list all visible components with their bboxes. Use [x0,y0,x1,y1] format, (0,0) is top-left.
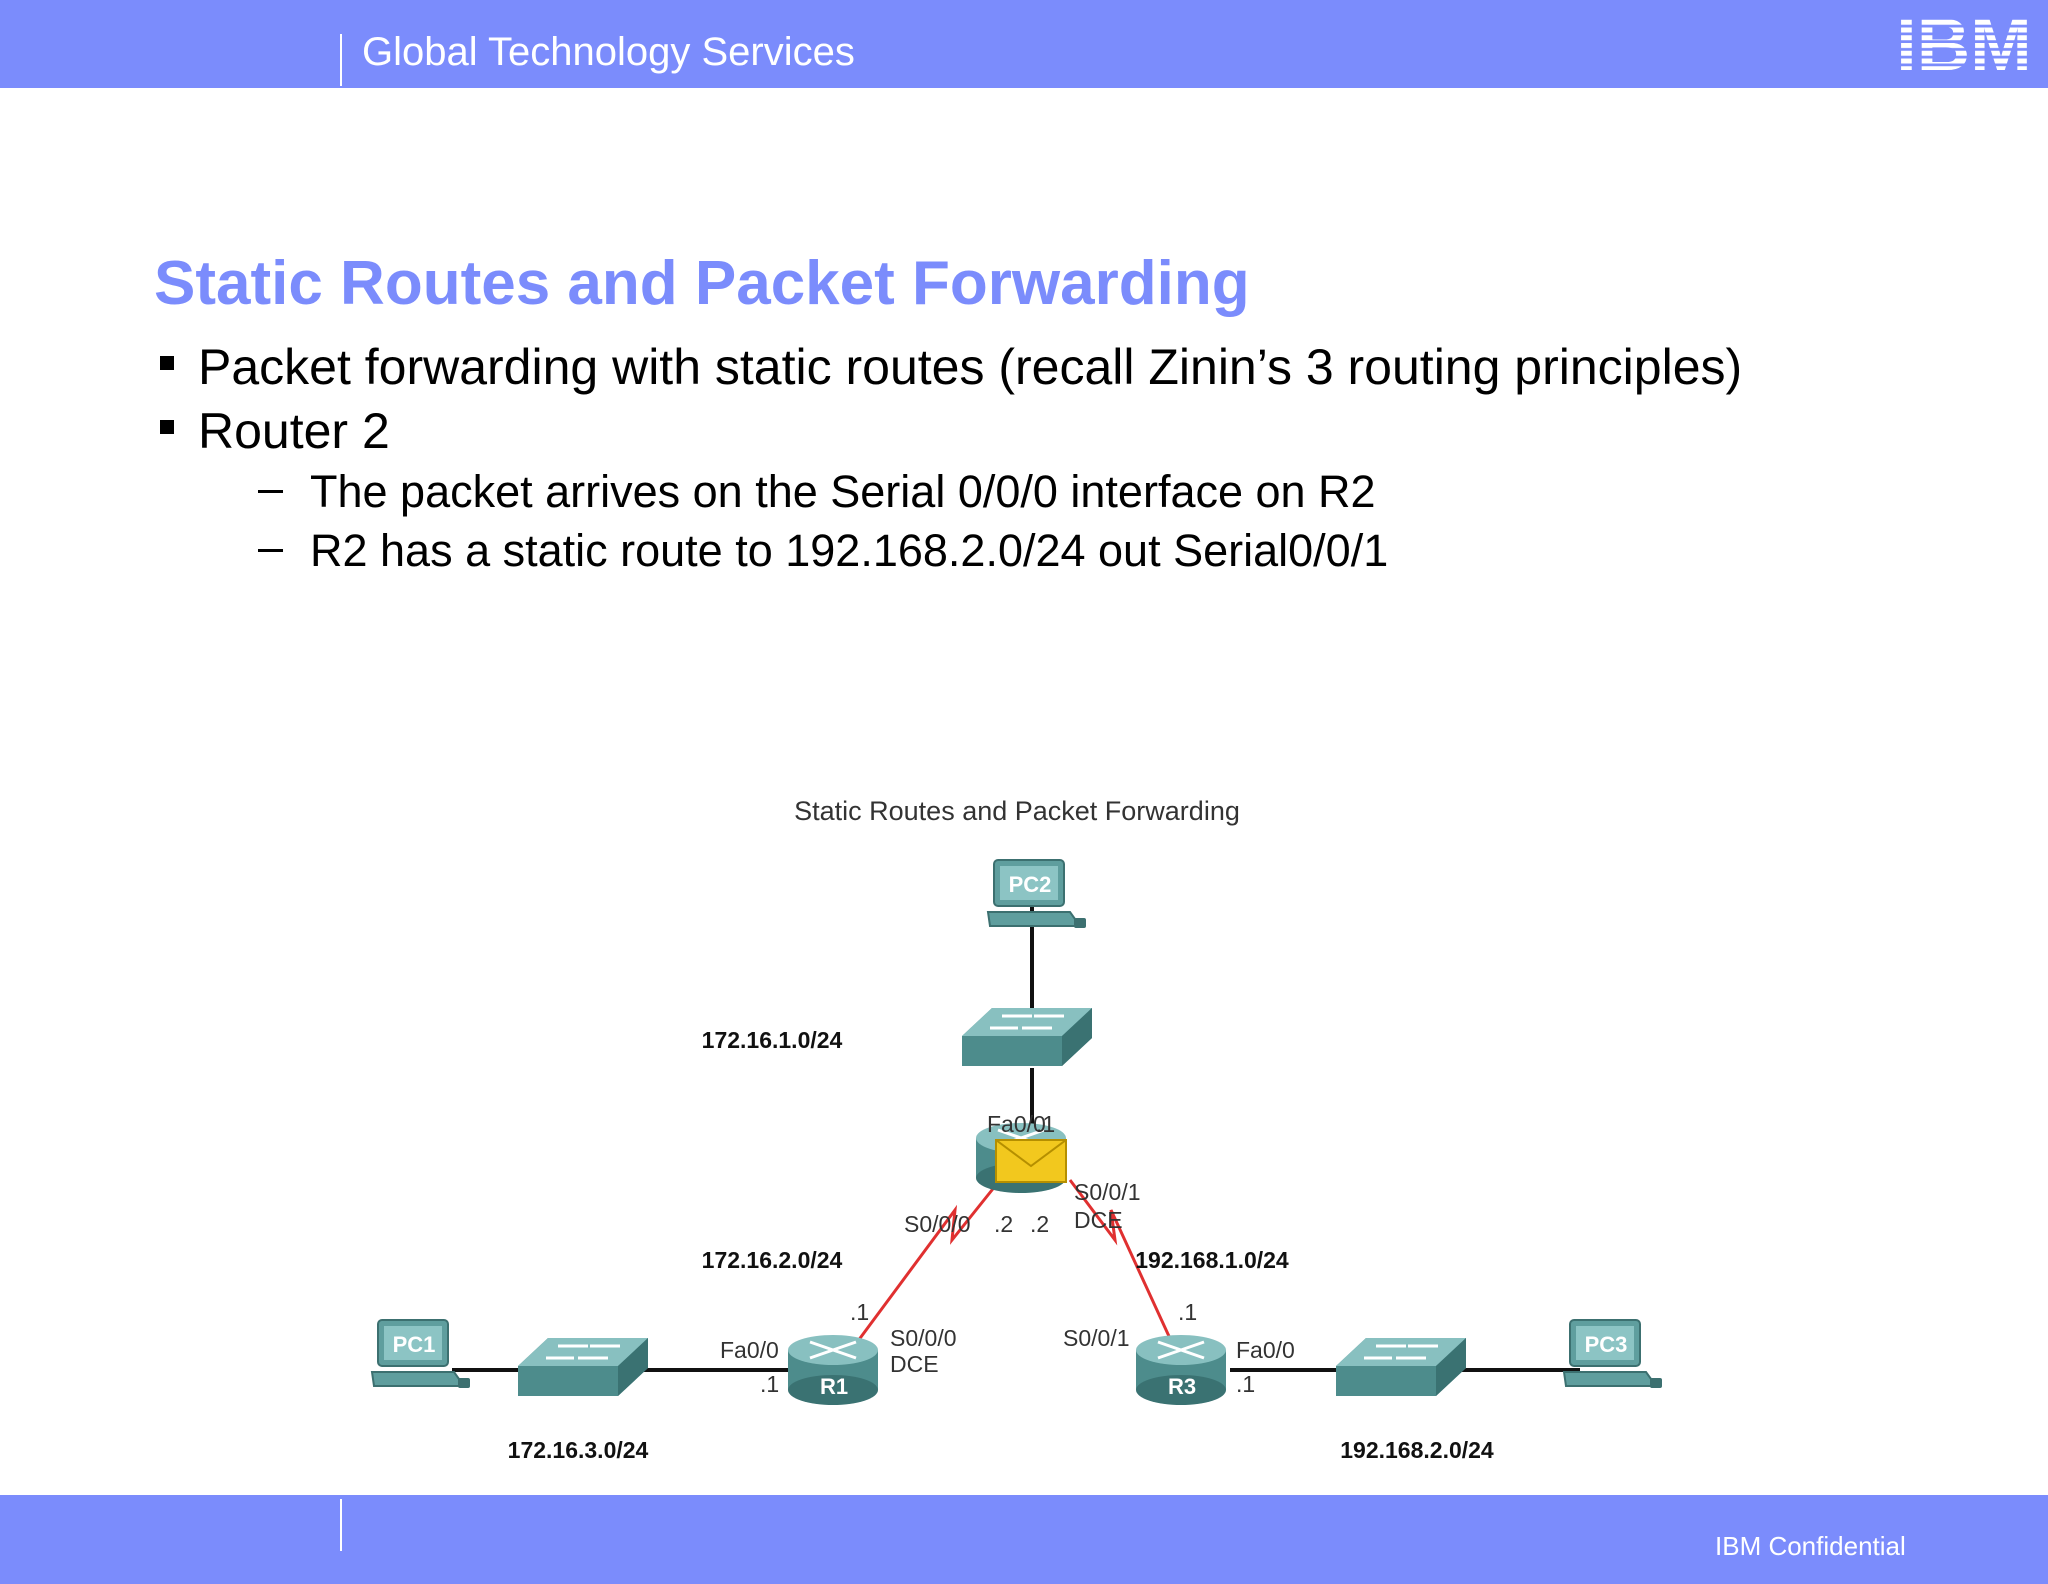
serial-link-r2-r3 [1068,1179,1175,1346]
sub-bullet-text: R2 has a static route to 192.168.2.0/24 … [310,525,1389,576]
dash-bullet-icon: – [258,521,284,572]
r1-fa-label: Fa0/0 [720,1337,779,1363]
pc2-label: PC2 [1009,872,1052,897]
network-label-right-serial: 192.168.1.0/24 [1135,1247,1289,1273]
r1-dce-label: DCE [890,1351,939,1377]
r2-dce-label: DCE [1074,1207,1123,1233]
r2-fa-label: Fa0/0 [987,1111,1046,1137]
r1-s-ip: .1 [850,1299,869,1325]
r2-s000-ip: .2 [994,1211,1013,1237]
confidential-label: IBM Confidential [1715,1531,1906,1561]
serial-link-r1-r2 [853,1179,1002,1346]
ibm-logo-text: IBM [1896,12,2032,74]
pc2-icon: PC2 [987,859,1087,929]
packet-envelope-icon [995,1139,1067,1183]
header-divider [340,34,342,86]
r3-fa-label: Fa0/0 [1236,1337,1295,1363]
diagram-caption: Static Routes and Packet Forwarding [794,796,1240,826]
service-name: Global Technology Services [362,30,855,74]
square-bullet-icon [160,420,174,434]
pc3-label: PC3 [1585,1332,1628,1357]
r1-fa-ip: .1 [760,1371,779,1397]
router-r3-icon: R3 [1134,1333,1228,1407]
header-bar: Global Technology Services IBM [0,0,2048,88]
switch-right-icon [1334,1336,1468,1398]
router-r2-icon [974,1121,1068,1195]
r3-label: R3 [1168,1374,1196,1399]
switch-left-icon [516,1336,650,1398]
network-label-top: 172.16.1.0/24 [702,1027,843,1053]
pc1-label: PC1 [393,1332,436,1357]
network-label-right-lan: 192.168.2.0/24 [1340,1437,1494,1463]
r3-fa-ip: .1 [1236,1371,1255,1397]
bullet-text: Router 2 [198,403,390,459]
bullet-text: Packet forwarding with static routes (re… [198,339,1743,395]
network-label-left-lan: 172.16.3.0/24 [508,1437,649,1463]
r2-s001-ip: .2 [1030,1211,1049,1237]
square-bullet-icon [160,356,174,370]
r2-fa-ip: .1 [1036,1111,1055,1137]
r1-label: R1 [820,1374,848,1399]
slide-title: Static Routes and Packet Forwarding [154,249,1250,318]
network-diagram: Static Routes and Packet Forwarding PC2 … [371,796,1663,1463]
footer-bar: IBM Confidential [0,1495,2048,1584]
pc1-icon: PC1 [371,1319,471,1389]
ibm-logo: IBM [1896,12,2032,74]
sub-bullet-text: The packet arrives on the Serial 0/0/0 i… [310,466,1376,517]
router-r1-icon: R1 [786,1333,880,1407]
r3-s001-label: S0/0/1 [1063,1325,1130,1351]
r2-s000-label: S0/0/0 [904,1211,971,1237]
r1-s000-label: S0/0/0 [890,1325,957,1351]
r2-s001-label: S0/0/1 [1074,1179,1141,1205]
network-label-left-serial: 172.16.2.0/24 [702,1247,843,1273]
switch-top-icon [960,1006,1094,1068]
pc3-icon: PC3 [1563,1319,1663,1389]
footer-divider [340,1499,342,1551]
dash-bullet-icon: – [258,462,284,513]
r3-s-ip: .1 [1178,1299,1197,1325]
